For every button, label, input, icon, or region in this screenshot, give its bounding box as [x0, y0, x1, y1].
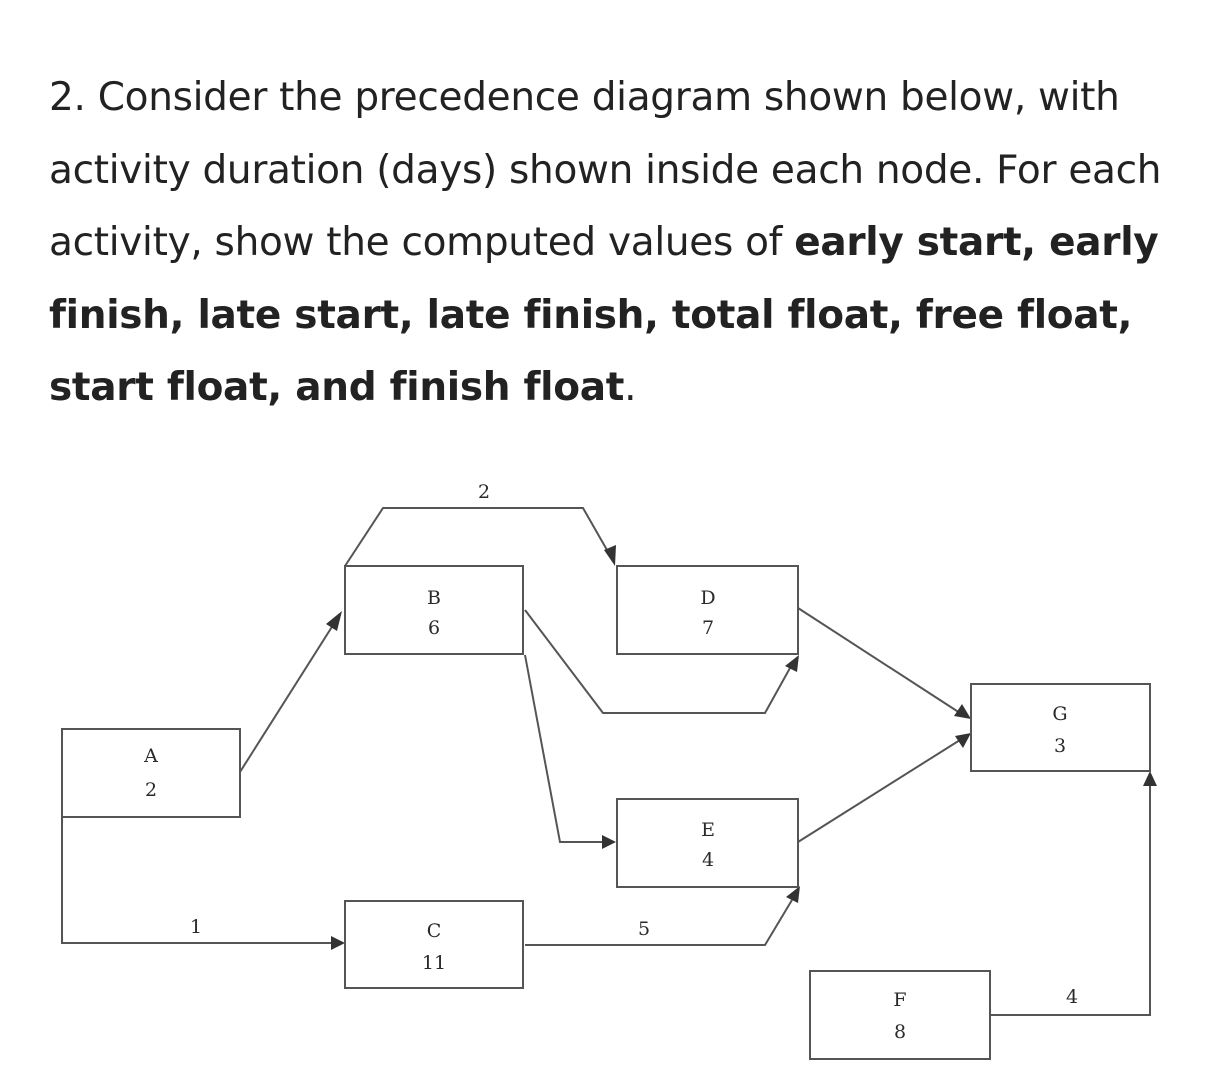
lag-labels: 2 1 5 4 — [190, 481, 1078, 1008]
node-a-box — [61, 728, 241, 818]
node-g: G 3 — [970, 683, 1151, 772]
node-d-label: D — [700, 587, 715, 609]
link-e-g — [797, 739, 961, 843]
lag-label-c-e: 5 — [638, 918, 650, 940]
link-d-g — [797, 607, 961, 714]
arrowhead-a-b — [326, 611, 342, 631]
lag-label-b-d: 2 — [478, 481, 490, 503]
node-d-box — [616, 565, 799, 655]
node-g-duration: 3 — [1054, 735, 1066, 757]
arrowhead-b-e — [602, 835, 616, 849]
lag-label-f-g: 4 — [1066, 986, 1078, 1008]
node-f-duration: 8 — [894, 1021, 906, 1043]
node-f: F 8 — [809, 970, 991, 1060]
node-e: E 4 — [616, 798, 799, 888]
link-a-c — [61, 818, 335, 944]
link-b-d-top — [344, 507, 608, 567]
node-a: A 2 — [61, 728, 241, 818]
node-d-duration: 7 — [702, 617, 714, 639]
node-f-label: F — [893, 989, 906, 1011]
arrowhead-c-e — [786, 886, 800, 903]
arrowhead-e-g — [955, 733, 971, 748]
link-b-d-bottom — [524, 609, 791, 714]
lag-label-a-c: 1 — [190, 916, 202, 938]
question-end: . — [624, 365, 637, 410]
node-c-label: C — [427, 920, 442, 942]
node-c-box — [344, 900, 524, 989]
question-bold-terms: early start, early finish, late start, l… — [49, 220, 1159, 410]
question-intro: 2. Consider the precedence diagram shown… — [49, 75, 1162, 265]
arrowhead-f-g — [1143, 771, 1157, 786]
node-b: B 6 — [344, 565, 524, 655]
node-e-label: E — [701, 819, 715, 841]
arrowhead-d-g — [954, 704, 971, 719]
arrowhead-b-d-top — [604, 545, 616, 566]
diagram-links — [61, 507, 1151, 1016]
node-g-label: G — [1052, 703, 1067, 725]
node-c-duration: 11 — [422, 952, 446, 974]
diagram-arrowheads — [326, 545, 1157, 950]
node-g-box — [970, 683, 1151, 772]
node-e-duration: 4 — [702, 849, 714, 871]
node-a-label: A — [143, 745, 158, 767]
arrowhead-b-d-bottom — [785, 655, 799, 672]
node-c: C 11 — [344, 900, 524, 989]
node-b-label: B — [427, 587, 441, 609]
node-b-duration: 6 — [428, 617, 440, 639]
node-a-duration: 2 — [145, 779, 157, 801]
arrowhead-a-c — [331, 936, 345, 950]
link-c-e — [525, 899, 793, 946]
link-b-e — [524, 654, 605, 843]
node-e-box — [616, 798, 799, 888]
link-a-b — [239, 621, 336, 773]
node-b-box — [344, 565, 524, 655]
node-d: D 7 — [616, 565, 799, 655]
node-f-box — [809, 970, 991, 1060]
question-text: 2. Consider the precedence diagram shown… — [49, 62, 1199, 425]
link-f-g — [990, 785, 1151, 1016]
